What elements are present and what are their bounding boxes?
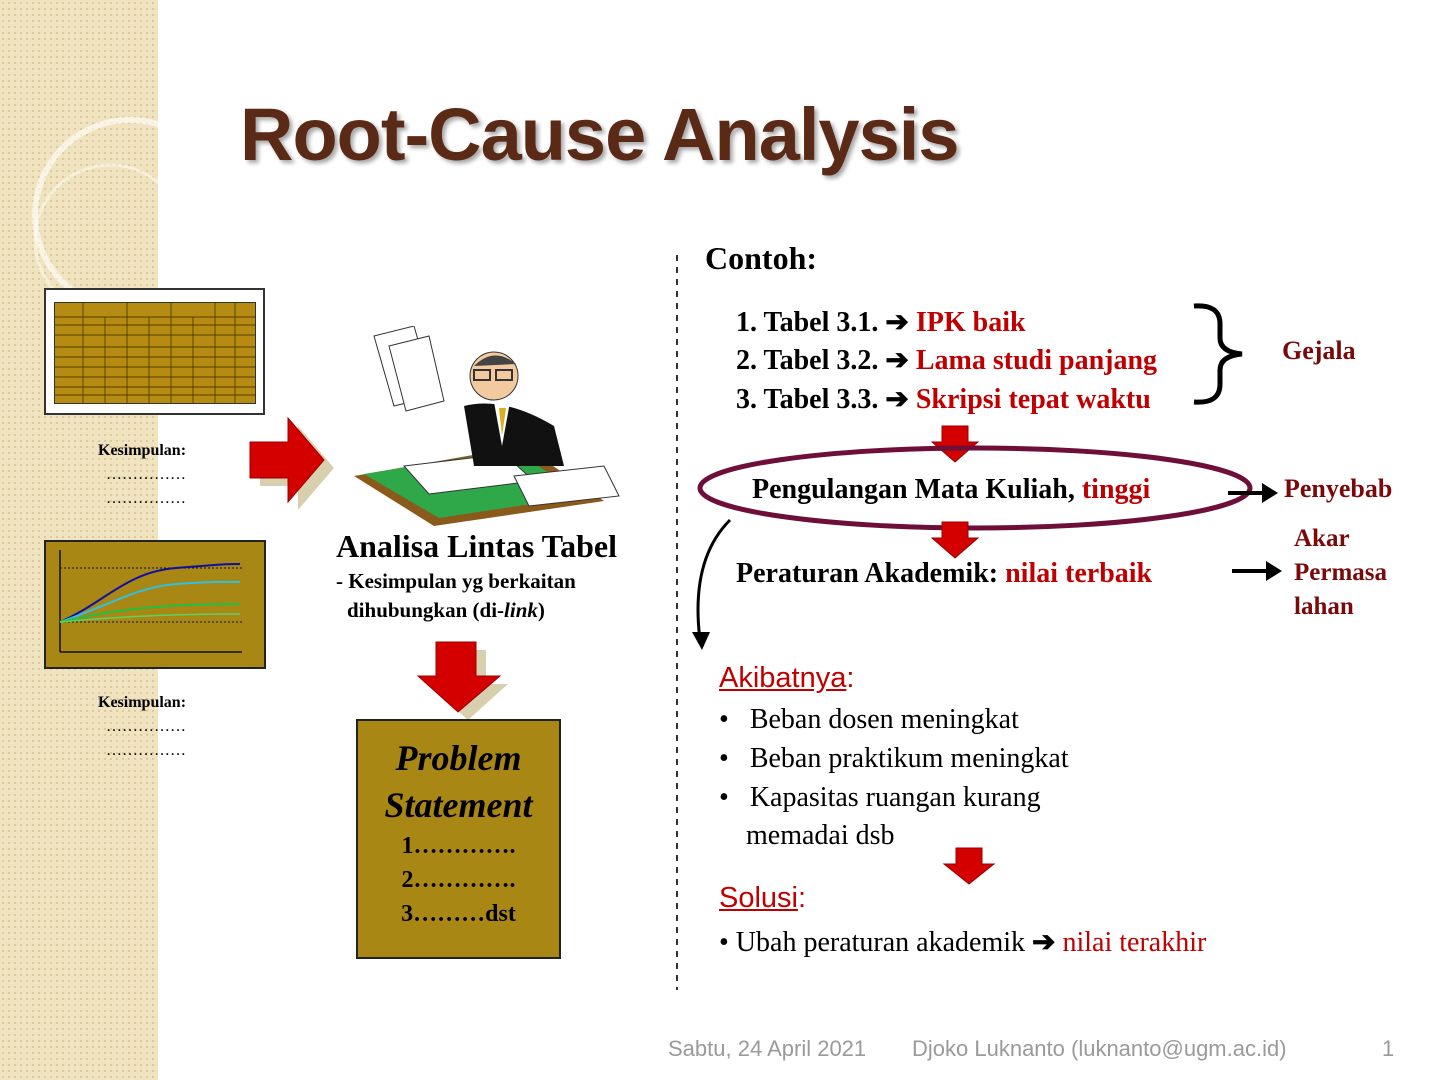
- ps-title-1: Problem: [395, 738, 522, 778]
- ps-title-2: Statement: [384, 785, 533, 825]
- solusi-pre: • Ubah peraturan akademik: [719, 927, 1026, 958]
- arrow-right-icon: ➔: [1032, 927, 1056, 958]
- analyst-clipart: [354, 326, 620, 526]
- contoh-heading: Contoh:: [705, 240, 818, 276]
- solusi-heading-text: Solusi: [719, 882, 798, 914]
- cause-row: Pengulangan Mata Kuliah, tinggi: [752, 474, 1150, 506]
- symptom-label-2: 2. Tabel 3.2.: [736, 345, 879, 376]
- akar-line-2: Permasa: [1294, 559, 1388, 586]
- ps-item-1: 1………….: [401, 833, 516, 859]
- conclusion-dots-1a: ……………: [106, 466, 186, 483]
- symptom-row-3: 3. Tabel 3.3. ➔ Skripsi tepat waktu: [736, 382, 1151, 416]
- divider-line: [676, 255, 678, 990]
- curly-brace-icon: [1193, 303, 1243, 405]
- problem-statement-box: Problem Statement 1…………. 2…………. 3………dst: [356, 719, 561, 959]
- cause-label: Pengulangan Mata Kuliah,: [752, 474, 1075, 505]
- gejala-label: Gejala: [1282, 336, 1356, 365]
- highlight-ellipse: [692, 445, 1253, 650]
- arrow-right-black-icon-2: [1232, 561, 1282, 581]
- akibat-heading: Akibatnya:: [719, 662, 854, 695]
- akar-label: Akar Permasa lahan: [1294, 522, 1387, 624]
- akibat-item-3: • Kapasitas ruangan kurang: [719, 782, 1041, 813]
- conclusion-label-1: Kesimpulan:: [98, 442, 187, 459]
- cross-table-sub-1: - Kesimpulan yg berkaitan: [336, 569, 576, 593]
- akibat-item-3-cont: memadai dsb: [746, 820, 895, 851]
- ps-item-3: 3………dst: [401, 901, 516, 927]
- symptom-result-1: IPK baik: [915, 307, 1026, 338]
- symptom-row-1: 1. Tabel 3.1. ➔ IPK baik: [736, 305, 1026, 339]
- root-label: Peraturan Akademik:: [736, 558, 999, 589]
- akibat-heading-text: Akibatnya: [719, 662, 847, 694]
- solusi-heading: Solusi:: [719, 882, 806, 915]
- symptom-label-3: 3. Tabel 3.3.: [736, 384, 879, 415]
- solusi-colon: :: [798, 882, 807, 914]
- down-arrow-icon: [416, 641, 508, 720]
- down-arrow-small-icon: [930, 425, 980, 463]
- sub-2-italic: link: [504, 598, 538, 622]
- arrow-right-icon: ➔: [885, 345, 909, 376]
- cross-table-heading: Analisa Lintas Tabel: [336, 528, 617, 564]
- penyebab-label: Penyebab: [1284, 474, 1393, 503]
- footer-date: Sabtu, 24 April 2021: [668, 1036, 867, 1061]
- trend-chart-thumbnail: [44, 540, 266, 669]
- akibat-item-1: • Beban dosen meningkat: [719, 704, 1019, 735]
- akibat-item-2: • Beban praktikum meningkat: [719, 743, 1069, 774]
- down-arrow-small-icon-2: [930, 521, 980, 559]
- arrow-right-icon: ➔: [885, 307, 909, 338]
- sub-2-post: ): [537, 598, 545, 622]
- table-grid: [55, 303, 255, 403]
- root-value: nilai terbaik: [1005, 558, 1153, 589]
- cross-table-sub-2: dihubungkan (di-link): [347, 598, 545, 623]
- data-table-thumbnail: [44, 288, 265, 415]
- akar-line-3: lahan: [1294, 593, 1354, 620]
- cause-value: tinggi: [1081, 474, 1151, 505]
- trend-chart: [59, 550, 242, 653]
- symptom-row-2: 2. Tabel 3.2. ➔ Lama studi panjang: [736, 343, 1157, 377]
- page-number: 1: [1382, 1036, 1395, 1061]
- akar-line-1: Akar: [1294, 525, 1350, 552]
- conclusion-dots-2a: ……………: [106, 718, 186, 735]
- conclusion-dots-2b: ……………: [106, 742, 186, 759]
- conclusion-dots-1b: ……………: [106, 490, 186, 507]
- right-arrow-icon: [249, 416, 334, 510]
- slide-title: Root-Cause Analysis: [240, 93, 959, 176]
- symptom-label-1: 1. Tabel 3.1.: [736, 307, 879, 338]
- akibat-colon: :: [846, 662, 855, 694]
- solusi-value: nilai terakhir: [1062, 927, 1207, 958]
- sub-2-pre: dihubungkan (di-: [347, 598, 505, 622]
- arrow-right-black-icon: [1228, 483, 1278, 503]
- solusi-item: • Ubah peraturan akademik ➔ nilai terakh…: [719, 925, 1206, 959]
- footer-author: Djoko Luknanto (luknanto@ugm.ac.id): [912, 1036, 1287, 1061]
- root-row: Peraturan Akademik: nilai terbaik: [736, 558, 1152, 590]
- symptom-result-3: Skripsi tepat waktu: [915, 384, 1151, 415]
- conclusion-label-2: Kesimpulan:: [98, 694, 187, 711]
- ps-item-2: 2………….: [401, 867, 516, 893]
- arrow-right-icon: ➔: [885, 384, 909, 415]
- symptom-result-2: Lama studi panjang: [915, 345, 1158, 376]
- down-arrow-small-icon-3: [942, 847, 996, 885]
